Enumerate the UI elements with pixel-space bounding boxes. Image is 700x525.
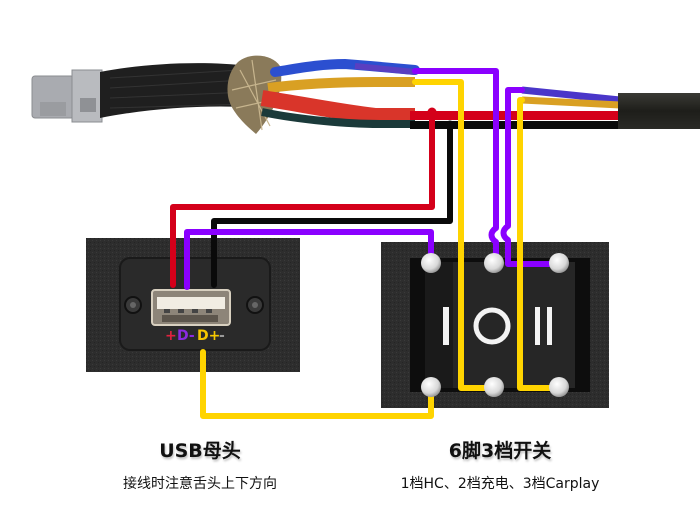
- wire-yellow-dplus: [200, 349, 434, 419]
- terminal-top-right: [549, 253, 569, 273]
- wire-harness: [31, 55, 700, 135]
- wire-black-gnd: [211, 122, 453, 288]
- pin-label-dminus: D-: [177, 328, 195, 344]
- harness-red-wire: [260, 90, 415, 124]
- usb-socket-caption: USB母头 接线时注意舌头上下方向: [90, 436, 310, 493]
- harness-blue-wire: [270, 58, 420, 77]
- pin-label-dplus: D+: [197, 328, 220, 344]
- position-mark-O: [473, 307, 511, 345]
- terminal-bottom-left: [421, 377, 441, 397]
- harness-connector-plug: [31, 69, 103, 123]
- usb-socket-panel: + D- D+ -: [86, 238, 300, 372]
- rocker-switch-caption: 6脚3档开关 1档HC、2档充电、3档Carplay: [355, 436, 645, 493]
- terminal-bottom-middle: [484, 377, 504, 397]
- terminal-bottom-right: [549, 377, 569, 397]
- harness-main-cable: [618, 93, 700, 129]
- harness-amber-wire: [267, 77, 415, 93]
- wire-purple-dminus: [184, 229, 434, 290]
- usb-socket-title: USB母头: [159, 440, 241, 462]
- wire-red-vcc: [170, 110, 435, 288]
- wire-yellow-harness-2: [517, 97, 561, 391]
- pin-label-vcc: +: [165, 328, 177, 344]
- usb-socket-note: 接线时注意舌头上下方向: [123, 476, 277, 492]
- rocker-switch-title: 6脚3档开关: [448, 440, 552, 462]
- rocker-switch-panel: [381, 242, 609, 408]
- pin-label-gnd: -: [219, 328, 225, 344]
- terminal-top-left: [421, 253, 441, 273]
- position-mark-II-b: [547, 307, 552, 345]
- position-mark-I: [443, 307, 449, 345]
- wires: [170, 68, 561, 419]
- harness-braided-sleeve: [100, 63, 262, 118]
- switch-terminals: [421, 253, 569, 397]
- rocker-switch-note: 1档HC、2档充电、3档Carplay: [400, 476, 600, 492]
- wire-purple-harness-1: [412, 68, 499, 265]
- usb-a-port: [151, 289, 231, 326]
- terminal-top-middle: [484, 253, 504, 273]
- wire-purple-harness-2: [500, 87, 561, 267]
- position-mark-II-a: [535, 307, 540, 345]
- wire-yellow-harness-1: [412, 79, 496, 391]
